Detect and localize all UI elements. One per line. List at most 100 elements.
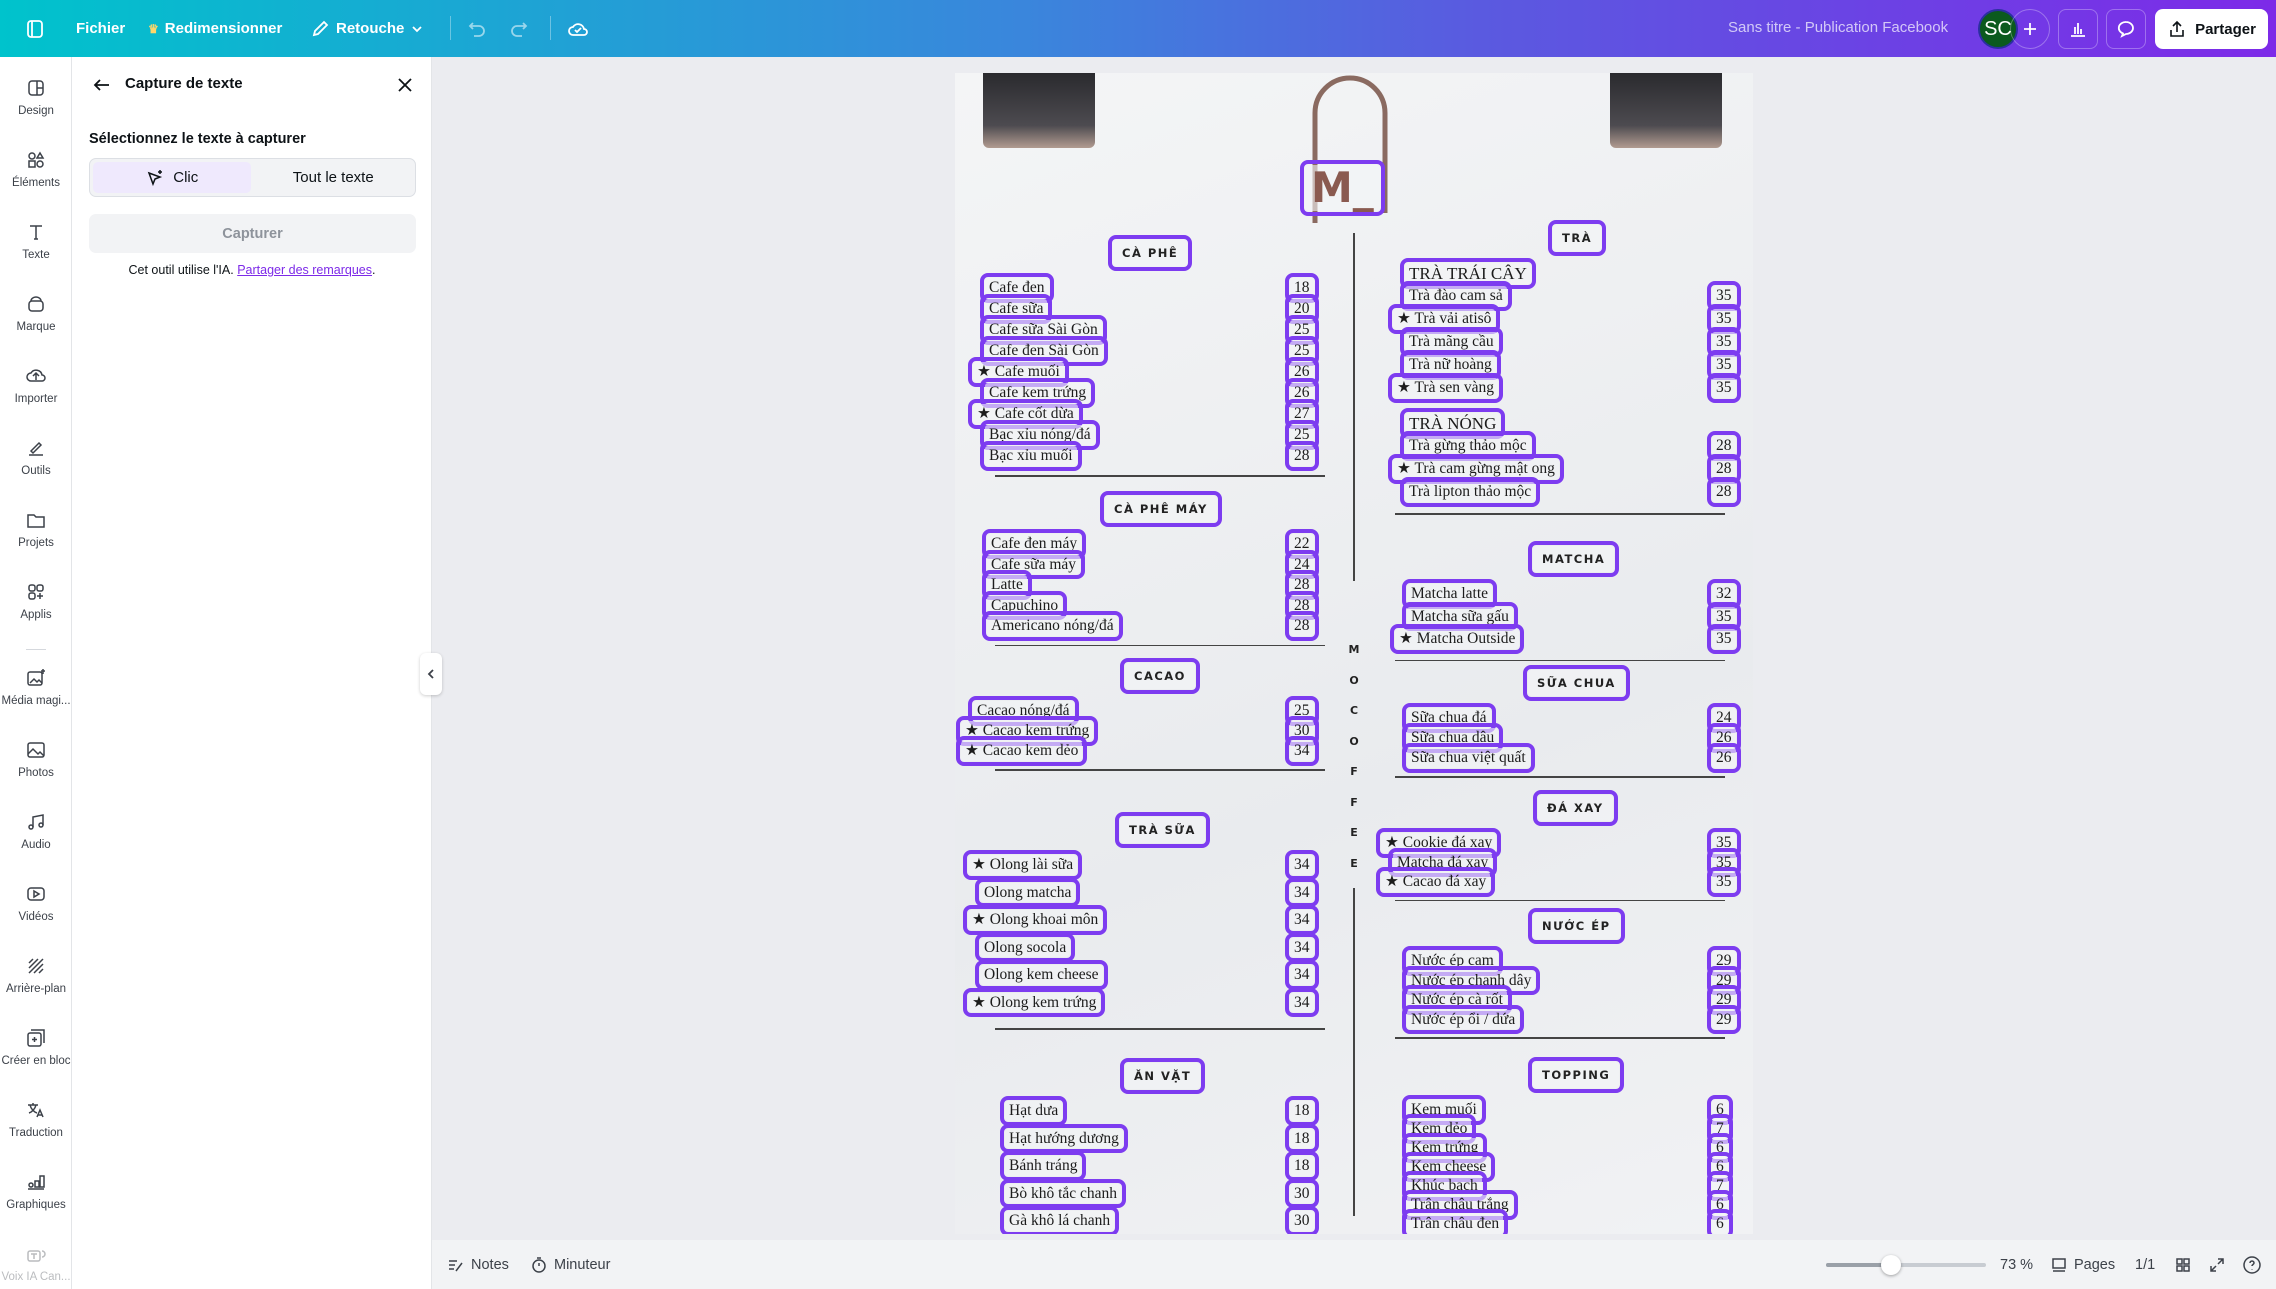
- menu-item-name[interactable]: Kem dẻo: [1401, 1114, 1477, 1144]
- rail-item-3[interactable]: Texte: [0, 221, 72, 261]
- menu-item-price[interactable]: 35: [1707, 867, 1741, 897]
- rail-item-5[interactable]: Importer: [0, 365, 72, 405]
- section-header[interactable]: TRÀ SỮA: [1115, 812, 1210, 848]
- menu-item-name[interactable]: Matcha latte: [1401, 579, 1498, 609]
- menu-item-price[interactable]: 27: [1285, 399, 1319, 429]
- menu-item-name[interactable]: Cacao nóng/đá: [968, 696, 1079, 726]
- menu-item-price[interactable]: 24: [1285, 549, 1319, 579]
- menu-item-price[interactable]: 35: [1707, 847, 1741, 877]
- menu-item-name[interactable]: ★ Matcha Outside: [1389, 624, 1525, 654]
- pages-button[interactable]: Pages: [2050, 1240, 2115, 1289]
- menu-item-name[interactable]: Bạc xỉu nóng/đá: [980, 420, 1100, 450]
- menu-item-price[interactable]: 28: [1285, 611, 1319, 641]
- section-header[interactable]: ĐÁ XAY: [1533, 790, 1618, 826]
- menu-item-price[interactable]: 25: [1285, 420, 1319, 450]
- menu-item-name[interactable]: Cafe đen Sài Gòn: [980, 336, 1108, 366]
- menu-item-name[interactable]: Trà nữ hoàng: [1400, 350, 1501, 380]
- menu-item-name[interactable]: Bò khô tắc chanh: [999, 1178, 1127, 1208]
- menu-item-name[interactable]: Olong kem cheese: [975, 960, 1108, 990]
- mode-all-text-button[interactable]: Tout le texte: [255, 162, 413, 193]
- menu-item-name[interactable]: Bánh tráng: [999, 1151, 1087, 1181]
- menu-item-price[interactable]: 20: [1285, 294, 1319, 324]
- menu-item-price[interactable]: 35: [1707, 828, 1741, 858]
- menu-item-price[interactable]: 6: [1707, 1209, 1733, 1234]
- menu-item-name[interactable]: Sữa chua việt quất: [1402, 743, 1535, 773]
- sidebar-toggle-button[interactable]: [24, 0, 46, 57]
- menu-item-price[interactable]: 35: [1707, 350, 1741, 380]
- menu-item-price[interactable]: 28: [1285, 570, 1319, 600]
- menu-item-name[interactable]: Sữa chua dâu: [1401, 723, 1504, 753]
- rail-item-7[interactable]: Projets: [0, 509, 72, 549]
- menu-item-name[interactable]: Nước ép chanh dây: [1401, 965, 1541, 995]
- menu-item-price[interactable]: 6: [1707, 1152, 1733, 1182]
- rail-item-8[interactable]: Applis: [0, 581, 72, 621]
- menu-item-name[interactable]: Kem trứng: [1401, 1133, 1488, 1163]
- menu-item-price[interactable]: 6: [1707, 1095, 1733, 1125]
- zoom-slider-thumb[interactable]: [1880, 1255, 1901, 1275]
- menu-item-name[interactable]: ★ Trà vải atisô: [1387, 304, 1501, 334]
- rail-item-2[interactable]: Éléments: [0, 149, 72, 189]
- menu-item-price[interactable]: 35: [1707, 281, 1741, 311]
- menu-item-name[interactable]: Gà khô lá chanh: [999, 1206, 1120, 1234]
- logo[interactable]: M_: [1300, 160, 1385, 216]
- menu-item-name[interactable]: ★ Cafe cốt dừa: [968, 399, 1083, 429]
- rail-item-17[interactable]: Voix IA Can...: [0, 1243, 72, 1283]
- menu-item-price[interactable]: 6: [1707, 1133, 1733, 1163]
- section-header[interactable]: SỮA CHUA: [1523, 665, 1630, 701]
- rail-item-4[interactable]: Marque: [0, 293, 72, 333]
- rail-item-16[interactable]: Graphiques: [0, 1171, 72, 1211]
- rail-item-9[interactable]: Média magi...: [0, 667, 72, 707]
- menu-item-price[interactable]: 6: [1707, 1190, 1733, 1220]
- menu-item-price[interactable]: 18: [1285, 1151, 1319, 1181]
- menu-item-name[interactable]: Hạt dưa: [999, 1096, 1068, 1126]
- close-icon[interactable]: [394, 74, 416, 96]
- menu-item-price[interactable]: 35: [1707, 327, 1741, 357]
- section-header[interactable]: ĂN VẶT: [1119, 1058, 1206, 1094]
- menu-item-name[interactable]: Cafe đen: [980, 273, 1054, 303]
- mode-click-button[interactable]: Clic: [93, 162, 251, 193]
- back-arrow-icon[interactable]: [91, 74, 113, 96]
- collapse-panel-handle[interactable]: [420, 653, 442, 695]
- menu-item-price[interactable]: 34: [1285, 960, 1319, 990]
- menu-item-price[interactable]: 35: [1707, 304, 1741, 334]
- redo-button[interactable]: [508, 0, 530, 57]
- menu-item-name[interactable]: Khúc bạch: [1402, 1171, 1487, 1201]
- capture-button[interactable]: Capturer: [89, 214, 416, 253]
- feedback-link[interactable]: Partager des remarques: [237, 263, 372, 277]
- menu-item-name[interactable]: Kem muối: [1402, 1095, 1486, 1125]
- section-header[interactable]: TOPPING: [1527, 1057, 1625, 1093]
- cloud-save-button[interactable]: [566, 0, 590, 57]
- menu-item-name[interactable]: ★ Trà cam gừng mật ong: [1388, 454, 1564, 484]
- menu-item-name[interactable]: ★ Cacao kem trứng: [955, 716, 1099, 746]
- menu-item-name[interactable]: Olong socola: [974, 932, 1076, 962]
- rail-item-12[interactable]: Vidéos: [0, 883, 72, 923]
- menu-item-price[interactable]: 18: [1285, 1096, 1319, 1126]
- section-header[interactable]: CÀ PHÊ MÁY: [1100, 491, 1222, 527]
- comments-button[interactable]: [2106, 9, 2146, 49]
- rail-item-10[interactable]: Photos: [0, 739, 72, 779]
- menu-item-name[interactable]: ★ Cookie đá xay: [1375, 828, 1502, 858]
- menu-item-name[interactable]: Trân châu trắng: [1402, 1190, 1518, 1220]
- menu-item-name[interactable]: Matcha sữa gấu: [1402, 601, 1518, 631]
- menu-item-name[interactable]: Cafe sữa Sài Gòn: [980, 315, 1107, 345]
- menu-item-name[interactable]: Trân châu đen: [1401, 1209, 1509, 1234]
- menu-item-price[interactable]: 35: [1707, 373, 1741, 403]
- menu-item-price[interactable]: 18: [1285, 1123, 1319, 1153]
- notes-button[interactable]: Notes: [447, 1240, 509, 1289]
- file-menu[interactable]: Fichier: [76, 0, 125, 57]
- section-header[interactable]: CACAO: [1120, 658, 1200, 694]
- menu-item-price[interactable]: 30: [1285, 716, 1319, 746]
- menu-item-name[interactable]: ★ Cacao đá xay: [1375, 867, 1496, 897]
- menu-item-price[interactable]: 29: [1707, 1004, 1741, 1034]
- menu-item-name[interactable]: ★ Olong lài sữa: [962, 850, 1083, 880]
- menu-item-price[interactable]: 24: [1707, 703, 1741, 733]
- resize-button[interactable]: ♛ Redimensionner: [148, 0, 282, 57]
- menu-item-price[interactable]: 34: [1285, 850, 1319, 880]
- menu-item-name[interactable]: ★ Trà sen vàng: [1388, 373, 1503, 403]
- menu-item-price[interactable]: 25: [1285, 315, 1319, 345]
- menu-item-price[interactable]: 34: [1285, 987, 1319, 1017]
- menu-item-price[interactable]: 35: [1707, 624, 1741, 654]
- menu-item-name[interactable]: ★ Olong kem trứng: [962, 987, 1106, 1017]
- rail-item-1[interactable]: Design: [0, 77, 72, 117]
- menu-item-name[interactable]: Hạt hướng dương: [1000, 1123, 1128, 1153]
